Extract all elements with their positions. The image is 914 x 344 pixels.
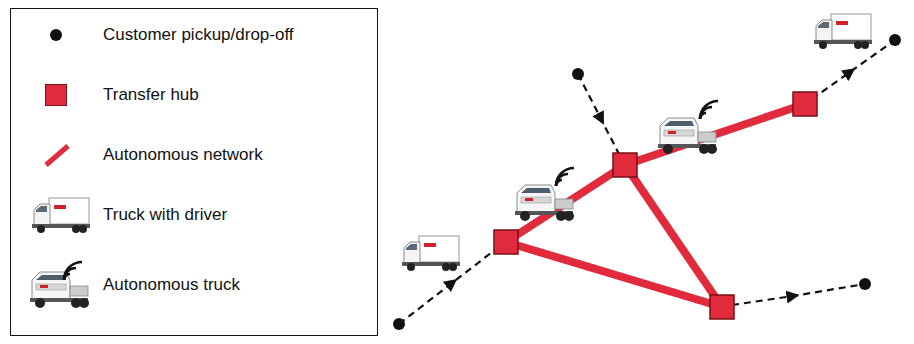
legend-label: Customer pickup/drop-off xyxy=(103,25,294,45)
autonomous-truck xyxy=(515,185,574,221)
autonomous-truck xyxy=(658,118,717,154)
network-lines xyxy=(506,104,805,307)
legend-signal-sample xyxy=(64,262,82,280)
legend-label: Autonomous network xyxy=(103,145,263,165)
legend-autotruck-sample xyxy=(30,272,89,308)
legend-truck-sample xyxy=(32,198,90,233)
signal-icon xyxy=(556,168,574,186)
legend-label: Truck with driver xyxy=(103,205,227,225)
legend-label: Autonomous truck xyxy=(103,275,240,295)
legend-dot-sample xyxy=(50,29,62,41)
customer-points xyxy=(393,34,901,330)
legend-frame xyxy=(11,9,378,336)
legend-swatch xyxy=(45,84,67,106)
legend-line-sample xyxy=(46,146,68,165)
transfer-hubs xyxy=(494,92,817,319)
truck-with-driver xyxy=(814,14,872,49)
legend-label: Transfer hub xyxy=(103,85,199,105)
driver-routes xyxy=(399,40,895,324)
truck-with-driver xyxy=(402,236,460,271)
signal-icon xyxy=(700,101,718,119)
